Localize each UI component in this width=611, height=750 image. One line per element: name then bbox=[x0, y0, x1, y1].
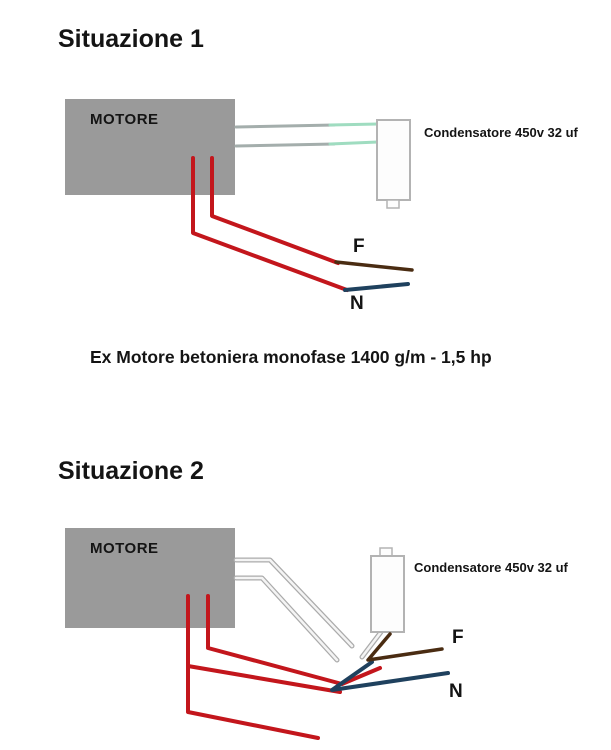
red-wire2-left bbox=[186, 594, 320, 740]
phase-label1: F bbox=[353, 236, 365, 257]
capacitor1-wire-bottom-green bbox=[328, 140, 380, 146]
capacitor2-body bbox=[370, 555, 405, 633]
neutral-wire2 bbox=[330, 660, 450, 692]
capacitor1-wire-top-green bbox=[328, 122, 380, 127]
phase-label2: F bbox=[452, 627, 464, 648]
phase-wire1 bbox=[334, 260, 414, 272]
phase-wire2 bbox=[366, 632, 444, 662]
situation1-caption: Ex Motore betoniera monofase 1400 g/m - … bbox=[90, 347, 492, 367]
red-wire1-right bbox=[210, 156, 340, 265]
neutral-label2: N bbox=[449, 681, 463, 702]
white-wire-bottom-outline bbox=[233, 575, 340, 663]
motor1-label: MOTORE bbox=[90, 111, 159, 128]
situation2-title: Situazione 2 bbox=[58, 457, 204, 485]
white-wire-top bbox=[234, 558, 354, 648]
capacitor1-label: Condensatore 450v 32 uf bbox=[424, 125, 579, 140]
red-wire2-branch bbox=[186, 664, 342, 694]
capacitor1-body bbox=[376, 119, 411, 201]
neutral-wire1 bbox=[343, 282, 410, 292]
neutral-label1: N bbox=[350, 293, 364, 314]
situation1-title: Situazione 1 bbox=[58, 25, 204, 53]
capacitor1-wire-bottom-gray bbox=[234, 142, 336, 148]
capacitor1-terminal bbox=[386, 199, 400, 209]
motor1-body bbox=[65, 99, 235, 195]
capacitor2-label: Condensatore 450v 32 uf bbox=[414, 560, 569, 575]
capacitor2-lead bbox=[360, 630, 383, 659]
capacitor2-terminal bbox=[379, 547, 393, 557]
white-wire-top-outline bbox=[233, 557, 355, 649]
red-wire2-right bbox=[206, 594, 382, 686]
white-wire-bottom bbox=[234, 576, 339, 662]
capacitor1-wire-top-gray bbox=[234, 123, 336, 129]
motor2-label: MOTORE bbox=[90, 540, 159, 557]
red-wire1-left bbox=[191, 156, 349, 292]
